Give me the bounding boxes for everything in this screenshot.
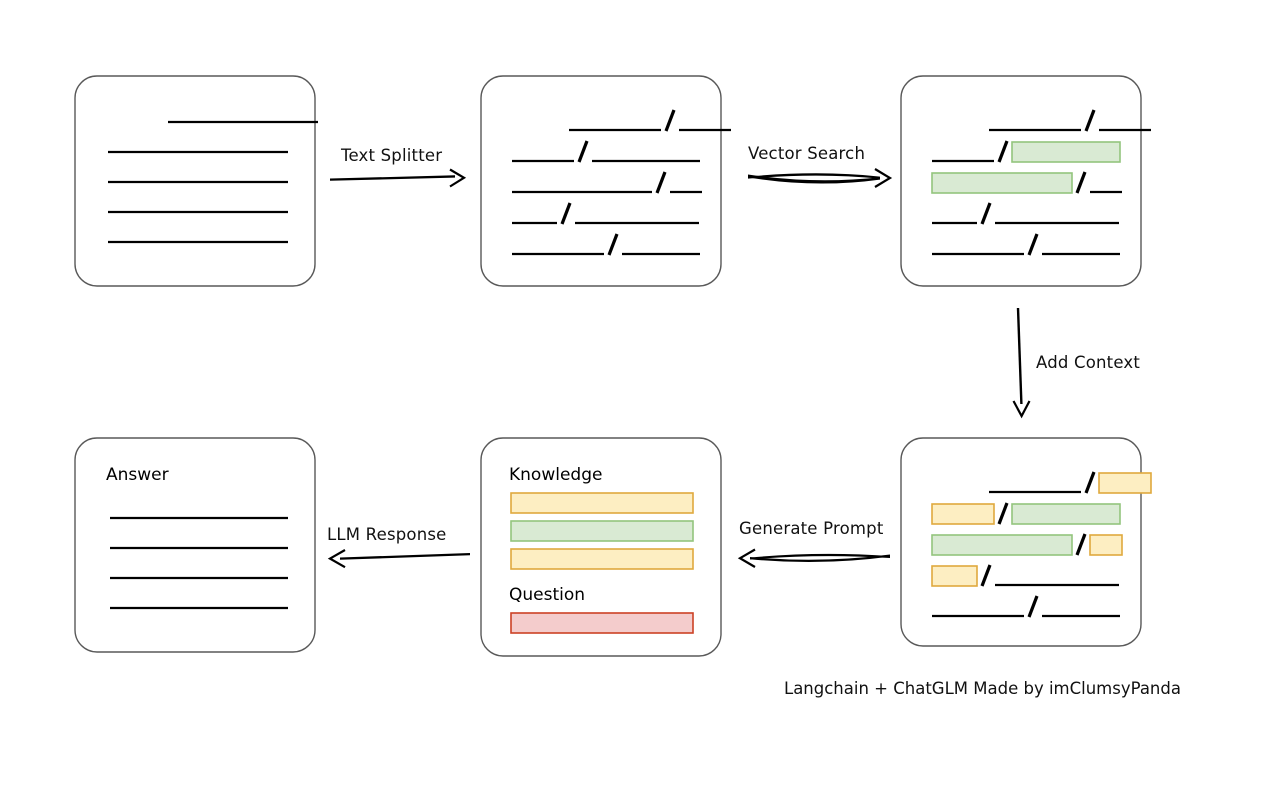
content-split-chunks	[512, 109, 731, 256]
slash-separator	[655, 171, 667, 194]
content-answer	[110, 516, 288, 610]
prompt-bar-green	[510, 520, 694, 542]
slash-separator	[980, 564, 992, 587]
highlight-bar-green	[1011, 141, 1121, 163]
content-matched-chunks	[931, 109, 1151, 256]
slash-separator	[1075, 533, 1087, 556]
prompt-bar-yellow	[510, 492, 694, 514]
slash-separator	[997, 140, 1009, 163]
arrow-label-text-splitter: Text Splitter	[341, 146, 443, 165]
highlight-bar-green	[931, 534, 1073, 556]
highlight-bar-yellow	[931, 503, 995, 525]
highlight-bar-green	[1011, 503, 1121, 525]
highlight-bar-yellow	[1089, 534, 1123, 556]
slash-separator	[1075, 171, 1087, 194]
highlight-bar-green	[931, 172, 1073, 194]
slash-separator	[1084, 471, 1096, 494]
slash-separator	[577, 140, 589, 163]
slash-separator	[1027, 595, 1039, 618]
footer-credit: Langchain + ChatGLM Made by imClumsyPand…	[784, 679, 1181, 698]
content-context-chunks	[931, 471, 1152, 618]
prompt-bar-yellow	[510, 548, 694, 570]
highlight-bar-yellow	[931, 565, 978, 587]
question-heading: Question	[509, 585, 586, 605]
arrow-vector-search	[748, 168, 893, 188]
arrow-generate-prompt	[737, 548, 890, 568]
slash-separator	[560, 202, 572, 225]
arrow-text-splitter	[330, 168, 467, 188]
slash-separator	[607, 233, 619, 256]
arrow-add-context	[1012, 308, 1031, 419]
answer-heading: Answer	[106, 465, 169, 485]
arrow-label-llm-response: LLM Response	[327, 525, 447, 544]
box-answer[interactable]	[74, 437, 316, 653]
slash-separator	[1027, 233, 1039, 256]
slash-separator	[997, 502, 1009, 525]
content-prompt	[510, 492, 694, 634]
arrow-llm-response	[327, 549, 470, 569]
highlight-bar-yellow	[1098, 472, 1152, 494]
arrow-label-generate-prompt: Generate Prompt	[739, 519, 884, 538]
arrow-label-vector-search: Vector Search	[748, 144, 866, 163]
slash-separator	[1084, 109, 1096, 132]
arrow-label-add-context: Add Context	[1036, 353, 1141, 372]
slash-separator	[664, 109, 676, 132]
content-source-document	[108, 120, 318, 244]
knowledge-heading: Knowledge	[509, 465, 603, 485]
slash-separator	[980, 202, 992, 225]
prompt-bar-red	[510, 612, 694, 634]
box-split-chunks[interactable]	[480, 75, 722, 287]
